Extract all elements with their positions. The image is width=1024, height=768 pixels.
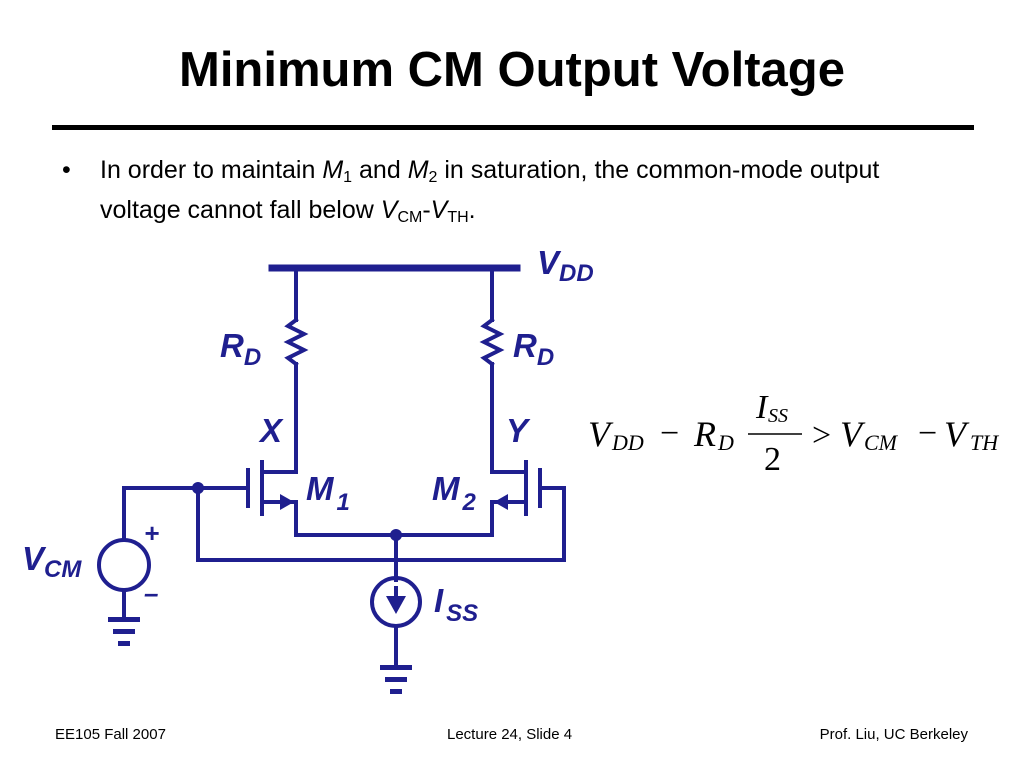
right-resistor: [479, 317, 505, 367]
svg-text:CM: CM: [864, 430, 899, 455]
svg-text:SS: SS: [768, 405, 788, 427]
svg-text:2: 2: [764, 441, 781, 478]
ground-iss-2: [385, 677, 407, 682]
ground-iss-1: [380, 665, 412, 670]
ground-vcm-2: [113, 629, 135, 634]
gate-node-dot: [192, 482, 204, 494]
tail-node-dot: [390, 529, 402, 541]
svg-text:DD: DD: [611, 430, 644, 455]
bullet-dot-icon: •: [62, 156, 71, 184]
iss-arrow-icon: [386, 596, 406, 614]
footer-author: Prof. Liu, UC Berkeley: [819, 726, 968, 743]
node-x-label: X: [258, 412, 284, 449]
ground-vcm-1: [108, 617, 140, 622]
vcm-wire: [122, 486, 200, 542]
slide-title: Minimum CM Output Voltage: [179, 43, 845, 97]
vdd-label: VDD: [537, 244, 594, 287]
ground-iss-3: [390, 689, 402, 694]
footer-course: EE105 Fall 2007: [55, 726, 166, 743]
svg-text:R: R: [693, 414, 716, 454]
vcm-plus-sign: +: [144, 518, 159, 548]
ground-vcm-3: [118, 641, 130, 646]
svg-text:>: >: [812, 417, 831, 454]
svg-text:D: D: [717, 430, 734, 455]
svg-text:I: I: [755, 389, 769, 426]
min-cm-equation: V DD − R D I SS 2 > V CM − V TH: [588, 389, 999, 478]
svg-text:−: −: [660, 415, 679, 452]
svg-text:V: V: [588, 414, 614, 454]
rd-left-label: RD: [220, 327, 261, 371]
vcm-label: VCM: [22, 540, 82, 583]
m1-arrow-icon: [280, 494, 294, 510]
svg-text:V: V: [944, 414, 970, 454]
svg-text:V: V: [840, 414, 866, 454]
vcm-minus-sign: –: [144, 578, 158, 608]
vcm-source-body: [97, 538, 151, 592]
iss-arrow-shaft: [394, 586, 398, 600]
bullet-text: In order to maintain M1 and M2 in satura…: [100, 156, 880, 226]
svg-text:−: −: [918, 415, 937, 452]
title-divider: [52, 125, 974, 130]
rd-right-label: RD: [513, 327, 554, 371]
footer-slide-number: Lecture 24, Slide 4: [447, 726, 573, 743]
m2-gate-wire: [196, 486, 566, 562]
left-resistor: [283, 317, 309, 367]
svg-text:TH: TH: [970, 430, 999, 455]
m2-arrow-icon: [494, 494, 508, 510]
node-y-label: Y: [506, 412, 531, 449]
